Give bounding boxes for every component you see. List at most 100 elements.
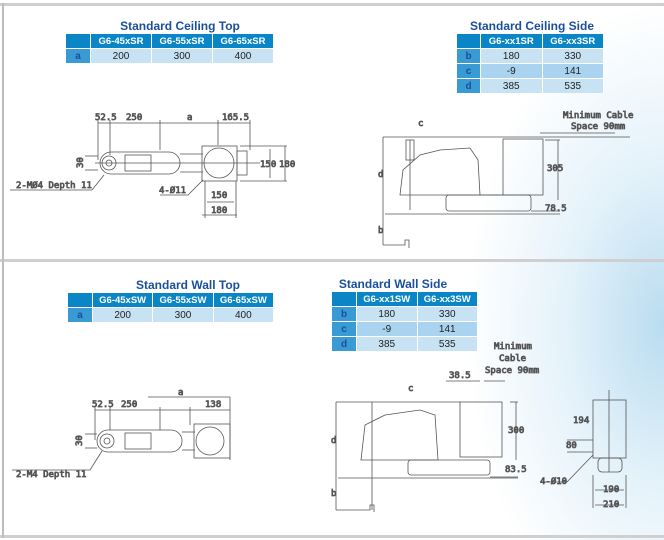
cell: 535 xyxy=(417,336,478,351)
cell: 400 xyxy=(213,307,275,322)
top-border xyxy=(0,3,664,6)
dim-label: a xyxy=(187,113,192,123)
cell: -9 xyxy=(356,321,418,337)
dim-label: 194 xyxy=(573,416,589,426)
dim-label: 180 xyxy=(279,160,295,170)
ceiling-side-drawing: c d b 305 78.5 Minimum Cable Space 90mm xyxy=(378,111,634,248)
header-cell: G6-xx3SR xyxy=(542,34,604,49)
dim-label: 165.5 xyxy=(222,113,249,123)
dim-label: b xyxy=(331,489,336,499)
ceiling-top-drawing: 52.5 250 a 165.5 30 150 180 150 180 2-MØ… xyxy=(10,113,296,218)
dim-label: 83.5 xyxy=(505,465,527,475)
ceiling-top-title: Standard Ceiling Top xyxy=(120,19,240,33)
row-label: c xyxy=(332,321,357,337)
header-cell: G6-55xSR xyxy=(151,34,213,49)
dim-label: 305 xyxy=(547,164,563,174)
wall-side-title: Standard Wall Side xyxy=(338,277,448,291)
cell: 200 xyxy=(90,48,152,63)
cell: 200 xyxy=(92,307,154,322)
cell: 180 xyxy=(480,48,543,64)
header-cell: G6-xx1SW xyxy=(356,292,418,307)
cell: 400 xyxy=(212,48,274,63)
header-cell: G6-55xSW xyxy=(152,293,214,308)
cell: 385 xyxy=(356,336,418,351)
dim-label: 250 xyxy=(121,400,137,410)
row-label: b xyxy=(332,306,357,322)
dim-label: c xyxy=(418,119,423,129)
dim-label: 30 xyxy=(76,157,86,168)
cell: 300 xyxy=(152,307,214,322)
cable-note: Minimum Cable xyxy=(563,111,633,121)
dim-label: 300 xyxy=(508,426,524,436)
dim-label: 150 xyxy=(260,160,276,170)
dim-label: 78.5 xyxy=(545,204,567,214)
dim-label: 52.5 xyxy=(92,400,114,410)
wall-side-drawing: c d b 38.5 300 83.5 Minimum Cable Space … xyxy=(331,342,627,512)
cell: 300 xyxy=(151,48,213,63)
header-cell xyxy=(66,34,91,49)
header-cell: G6-65xSR xyxy=(212,34,274,49)
hole-label: 4-Ø11 xyxy=(159,185,186,196)
cell: 141 xyxy=(542,63,604,79)
cable-note: Space 90mm xyxy=(485,366,539,376)
wall-top-drawing: 52.5 250 a 138 30 2-M4 Depth 11 xyxy=(12,388,231,480)
dim-label: 80 xyxy=(566,441,577,451)
hole-label: 2-MØ4 Depth 11 xyxy=(16,180,92,191)
header-cell: G6-xx1SR xyxy=(480,34,543,49)
section-divider xyxy=(0,259,664,262)
dim-label: 250 xyxy=(126,113,142,123)
row-label: a xyxy=(66,48,91,63)
dim-label: 38.5 xyxy=(449,371,471,381)
dim-label: c xyxy=(408,384,413,394)
bottom-border xyxy=(0,535,664,538)
row-label: a xyxy=(68,307,93,322)
dim-label: 180 xyxy=(211,206,227,216)
dim-label: 190 xyxy=(603,485,619,495)
left-border xyxy=(2,3,4,538)
dim-label: 30 xyxy=(75,435,85,446)
cable-note: Space 90mm xyxy=(571,122,625,132)
cell: -9 xyxy=(480,63,543,79)
header-cell xyxy=(332,292,357,307)
header-cell xyxy=(68,293,93,308)
header-cell: G6-45xSW xyxy=(92,293,154,308)
cell: 330 xyxy=(542,48,604,64)
header-cell: G6-xx3SW xyxy=(417,292,478,307)
row-label: d xyxy=(457,78,481,93)
header-cell xyxy=(457,34,481,49)
hole-label: 2-M4 Depth 11 xyxy=(16,470,86,480)
dim-label: b xyxy=(378,226,383,236)
cable-note: Minimum xyxy=(494,342,532,352)
dim-label: 150 xyxy=(211,191,227,201)
hole-label: 4-Ø10 xyxy=(540,476,567,487)
dim-label: a xyxy=(178,388,183,398)
row-label: c xyxy=(457,63,481,79)
dim-label: 210 xyxy=(603,500,619,510)
cable-note: Cable xyxy=(499,354,526,364)
row-label: b xyxy=(457,48,481,64)
dim-label: 138 xyxy=(205,400,221,410)
cell: 330 xyxy=(417,306,478,322)
cell: 141 xyxy=(417,321,478,337)
dim-label: 52.5 xyxy=(95,113,117,123)
wall-top-title: Standard Wall Top xyxy=(136,278,240,292)
ceiling-side-title: Standard Ceiling Side xyxy=(469,19,595,33)
cell: 180 xyxy=(356,306,418,322)
row-label: d xyxy=(332,336,357,351)
header-cell: G6-45xSR xyxy=(90,34,152,49)
cell: 385 xyxy=(480,78,543,93)
dim-label: d xyxy=(331,436,336,446)
